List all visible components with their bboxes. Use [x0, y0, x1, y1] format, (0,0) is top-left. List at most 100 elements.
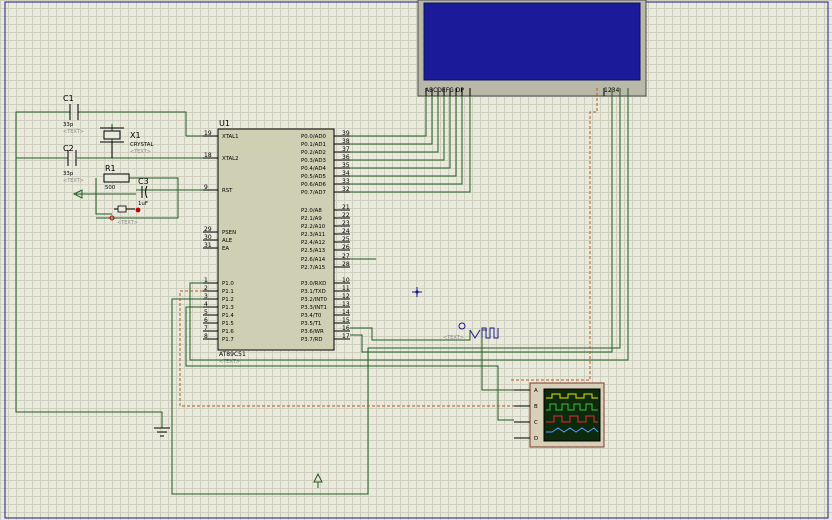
crystal-x1[interactable]: X1 CRYSTAL <TEXT>: [100, 127, 153, 158]
lcd-display[interactable]: ABCDEFG DP 1234: [417, 0, 647, 97]
mcu-pin-number: 35: [342, 162, 350, 169]
mcu-pin-name: P3.0/RXD: [301, 281, 326, 287]
mcu-pin-number: 6: [204, 317, 208, 324]
r1-ref: R1: [105, 164, 116, 173]
mcu-pin-number: 9: [204, 184, 208, 191]
mcu-pin-number: 16: [342, 325, 350, 332]
wire-dashed-b: [179, 290, 514, 407]
lcd-screen: [423, 2, 641, 81]
c1-value: 33p: [63, 122, 74, 128]
mcu-pin-number: 34: [342, 170, 350, 177]
mcu-pin-number: 12: [342, 293, 350, 300]
mcu-pin-number: 8: [204, 333, 208, 340]
mcu-pin-number: 33: [342, 178, 350, 185]
mcu-pin-name: P2.1/A9: [301, 216, 322, 222]
wires: [15, 88, 629, 495]
mcu-pin-name: P2.7/A15: [301, 265, 325, 271]
mcu-pin-name: P3.3/INT1: [301, 305, 327, 311]
c3-value: 1uF: [138, 201, 148, 207]
scope-channel-label: B: [534, 404, 538, 410]
mcu-pin-name: P3.2/INT0: [301, 297, 328, 303]
wire-p12: [171, 88, 621, 495]
mcu-pin-number: 39: [342, 130, 350, 137]
oscilloscope[interactable]: ABCD: [514, 382, 605, 448]
mcu-pin-number: 38: [342, 138, 350, 145]
mcu-pin-name: P1.5: [222, 321, 234, 327]
x1-ref: X1: [130, 131, 141, 140]
mcu-pin-name: EA: [222, 246, 229, 252]
mcu-pin-name: P1.0: [222, 281, 234, 287]
mcu-pin-number: 15: [342, 317, 350, 324]
mcu-pin-name: P3.4/T0: [301, 313, 322, 319]
mcu-pin-number: 13: [342, 301, 350, 308]
mcu-pin-number: 21: [342, 204, 350, 211]
wire-p37: [350, 88, 613, 353]
c2-ref: C2: [63, 144, 74, 153]
mcu-pin-name: PSEN: [222, 230, 236, 236]
clock-source[interactable]: <TEXT>: [443, 322, 499, 341]
mcu-pin-number: 28: [342, 261, 350, 268]
x1-value: CRYSTAL: [130, 142, 153, 148]
mcu-pin-number: 2: [204, 285, 208, 292]
power-terminal-icon: [313, 472, 323, 488]
wire-ground-rail: [15, 111, 163, 428]
reset-switch[interactable]: <TEXT>: [109, 205, 141, 226]
mcu-pin-name: P2.2/A10: [301, 224, 326, 230]
mcu-body: [217, 128, 335, 351]
mcu-pin-number: 29: [204, 226, 212, 233]
mcu-pin-name: P2.5/A13: [301, 248, 325, 254]
mcu-pin-name: P0.0/AD0: [301, 134, 326, 140]
mcu-pin-number: 10: [342, 277, 350, 284]
wire-dashed-lcd: [510, 88, 598, 381]
mcu-pin-name: XTAL2: [222, 156, 239, 162]
mcu-pin-name: P3.7/RD: [301, 337, 323, 343]
mcu-pin-number: 11: [342, 285, 350, 292]
sheet-border: [4, 1, 829, 519]
mcu-pin-name: P1.4: [222, 313, 234, 319]
ground-symbol-icon: [154, 427, 170, 437]
mcu-pin-name: P1.1: [222, 289, 234, 295]
ground-arrow-icon: [72, 189, 83, 199]
mcu-pin-number: 14: [342, 309, 350, 316]
mcu-part: AT89C51: [219, 351, 246, 358]
mcu-pin-number: 1: [204, 277, 208, 284]
mcu-pin-name: P3.5/T1: [301, 321, 321, 327]
c1-tag: <TEXT>: [63, 129, 84, 135]
mcu-pin-number: 24: [342, 228, 350, 235]
mcu-pin-name: P2.4/A12: [301, 240, 325, 246]
mcu-pin-number: 36: [342, 154, 350, 161]
capacitor-c3[interactable]: C3 1uF: [138, 177, 149, 207]
capacitor-c1[interactable]: C1 33p <TEXT>: [63, 94, 84, 135]
wire-reset: [76, 177, 203, 219]
mcu-pin-name: P1.3: [222, 305, 234, 311]
capacitor-c2[interactable]: C2 33p <TEXT>: [63, 144, 84, 184]
mcu-pin-name: P0.6/AD6: [301, 182, 326, 188]
mcu-pin-name: P3.6/WR: [301, 329, 324, 335]
mcu-pin-name: P2.6/A14: [301, 257, 326, 263]
mcu-pin-name: ALE: [222, 238, 233, 244]
mcu-pin-name: P2.0/A8: [301, 208, 322, 214]
mcu-pin-name: P3.1/TXD: [301, 289, 326, 295]
mcu-pin-name: P0.2/AD2: [301, 150, 326, 156]
c2-tag: <TEXT>: [63, 178, 84, 184]
mcu-pin-number: 22: [342, 212, 350, 219]
mcu-pin-name: P0.7/AD7: [301, 190, 326, 196]
mcu-pin-name: P0.1/AD1: [301, 142, 326, 148]
resistor-r1[interactable]: R1 500: [103, 164, 130, 191]
mcu-pin-name: P1.7: [222, 337, 234, 343]
mcu-pin-name: XTAL1: [222, 134, 239, 140]
wire-p10: [189, 88, 629, 361]
mcu-pin-name: P0.4/AD4: [301, 166, 326, 172]
switch-tag: <TEXT>: [117, 220, 138, 226]
mcu-pin-number: 5: [204, 309, 208, 316]
mcu-pin-number: 27: [342, 253, 350, 260]
mcu-pin-name: P0.3/AD3: [301, 158, 326, 164]
scope-channel-label: D: [534, 436, 538, 442]
x1-tag: <TEXT>: [130, 149, 151, 155]
scope-screen: [543, 388, 601, 442]
mcu-pin-number: 32: [342, 186, 350, 193]
